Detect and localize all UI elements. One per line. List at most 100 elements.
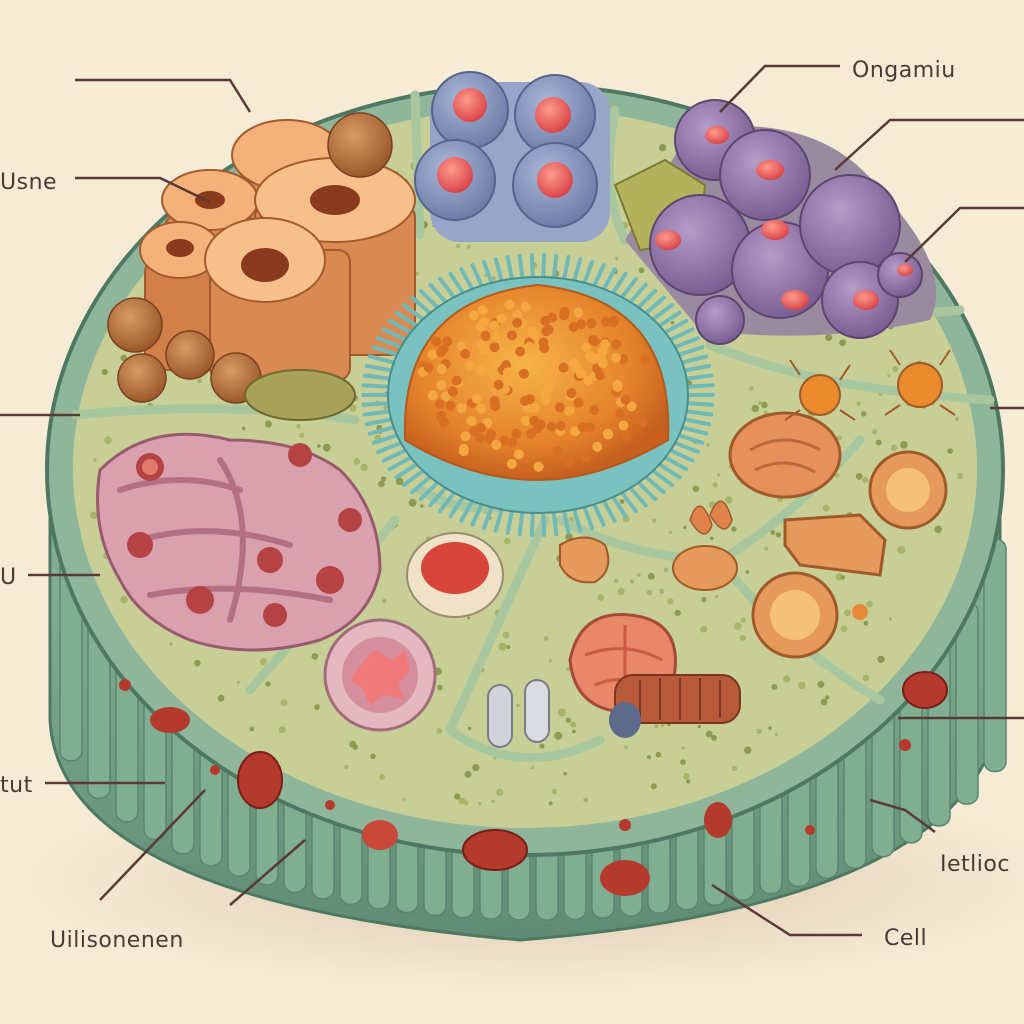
nucleus-granule <box>611 339 622 350</box>
granule <box>565 717 572 723</box>
nucleus-granule <box>464 360 475 371</box>
granule <box>740 617 746 623</box>
granule <box>947 448 953 454</box>
nucleus-granule <box>427 390 438 401</box>
nucleus-granule <box>566 388 577 399</box>
nucleus-granule <box>553 446 563 457</box>
nucleus-granule <box>518 368 529 379</box>
granule <box>467 616 471 620</box>
granule <box>120 595 128 604</box>
granule <box>764 546 769 551</box>
nucleus-granule <box>436 380 447 391</box>
granule <box>670 321 675 325</box>
granule <box>655 751 662 758</box>
granule <box>663 567 669 573</box>
nucleus-granule <box>520 415 531 426</box>
granule <box>771 684 778 690</box>
nucleus-granule <box>540 395 551 406</box>
nucleus-granule <box>600 317 611 327</box>
granule <box>768 726 772 730</box>
nucleus-granule <box>597 358 608 369</box>
granule <box>264 420 272 428</box>
granule <box>615 256 619 261</box>
nucleus-granule <box>543 324 554 335</box>
label-usne: Usne <box>0 170 58 195</box>
granule <box>820 698 828 706</box>
granule <box>236 680 240 684</box>
nucleus-granule <box>570 426 581 437</box>
granule <box>674 609 681 617</box>
granule <box>624 745 628 750</box>
nucleus-granule <box>460 348 471 359</box>
nucleus-granule <box>594 370 605 381</box>
granule <box>242 426 246 431</box>
granule <box>516 703 520 708</box>
nucleus-granule <box>451 375 462 386</box>
nucleus-granule <box>490 330 501 341</box>
granule <box>383 405 388 411</box>
nucleus-granule <box>611 352 622 363</box>
granule <box>817 680 825 688</box>
endoplasmic-reticulum <box>96 432 382 652</box>
granule <box>314 704 320 710</box>
granule <box>697 724 702 729</box>
granule <box>296 423 302 429</box>
granule <box>892 366 899 372</box>
granule <box>638 267 645 274</box>
granule <box>844 609 851 617</box>
granule <box>954 416 960 422</box>
brown-vesicles <box>107 112 393 404</box>
granule <box>379 774 385 780</box>
nucleus-granule <box>477 305 488 315</box>
granule <box>619 499 625 504</box>
granule <box>360 463 368 472</box>
granule <box>709 536 714 541</box>
label-uilisonenen: Uilisonenen <box>50 928 184 953</box>
granule <box>861 411 867 417</box>
granule <box>491 799 495 804</box>
nucleus-granule <box>515 346 526 357</box>
granule <box>835 473 840 478</box>
granule <box>311 653 319 660</box>
granule <box>650 783 657 790</box>
granule <box>711 734 717 741</box>
nucleus-granule <box>512 309 523 320</box>
granule <box>745 570 750 574</box>
granule <box>900 441 908 449</box>
nucleus-granule <box>621 431 632 442</box>
granule <box>455 243 461 249</box>
granule <box>748 386 754 391</box>
nucleus-granule <box>583 375 594 386</box>
nucleus-granule <box>559 310 569 321</box>
granule <box>458 797 466 805</box>
granule <box>840 575 846 580</box>
granule <box>686 779 691 784</box>
granule <box>757 400 763 406</box>
nucleus-granule <box>568 321 579 332</box>
nucleus-granule <box>445 400 456 411</box>
nucleus-granule <box>592 441 603 452</box>
nucleus-granule <box>468 310 479 321</box>
granule <box>875 439 882 446</box>
granule <box>558 708 566 717</box>
granule <box>934 525 942 534</box>
nucleus-granule <box>431 336 442 347</box>
granule <box>548 658 553 663</box>
granule <box>630 579 635 584</box>
nucleus-granule <box>436 410 447 421</box>
nucleus-granule <box>554 402 565 413</box>
nucleus-granule <box>496 313 507 324</box>
granule <box>705 730 713 738</box>
mitochondria <box>559 500 741 738</box>
nucleus-granule <box>456 403 467 413</box>
granule <box>667 598 674 605</box>
granule <box>712 482 718 488</box>
granule <box>658 144 667 152</box>
nucleus-granule <box>458 443 469 454</box>
nucleus-granule <box>608 317 619 328</box>
nucleus-granule <box>423 362 434 373</box>
granule <box>570 721 577 728</box>
nucleus-granule <box>573 397 584 408</box>
granule <box>862 674 870 682</box>
